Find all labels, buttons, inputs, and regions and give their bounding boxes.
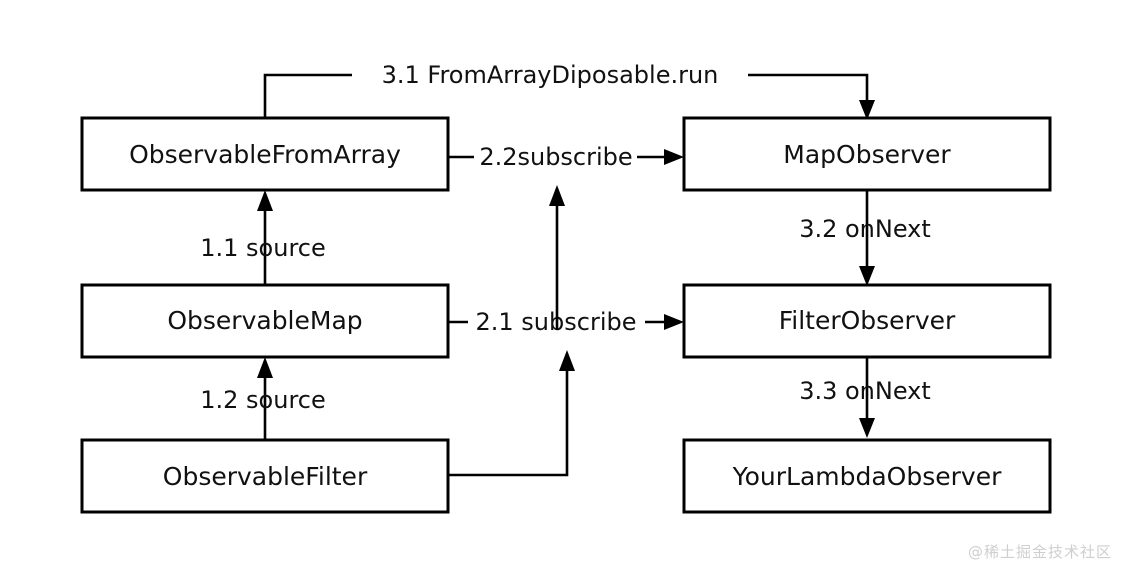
edge-3-1-label: 3.1 FromArrayDiposable.run <box>382 61 719 89</box>
node-label-observable-from-array: ObservableFromArray <box>129 140 401 169</box>
edge-1-2-label: 1.2 source <box>200 386 326 414</box>
node-filter-observer[interactable]: FilterObserver <box>682 283 1052 359</box>
edge-3-1-fromarray-diposable-run: 3.1 FromArrayDiposable.run <box>263 61 875 120</box>
edge-3-3-label: 3.3 onNext <box>799 377 931 405</box>
arrow-head-up-icon <box>549 185 565 206</box>
node-box-rect <box>80 283 450 359</box>
arrow-head-up-icon <box>559 350 575 371</box>
edge-3-1-segment-right <box>748 73 869 106</box>
arrow-head-down-icon <box>859 266 875 286</box>
node-label-your-lambda-observer: YourLambdaObserver <box>732 462 1002 491</box>
edge-feeder-lower-shaft <box>448 365 569 477</box>
edge-1-2-source: 1.2 source <box>200 357 326 440</box>
edge-3-2-onnext: 3.2 onNext <box>799 190 931 286</box>
edge-2-1-subscribe: 2.1 subscribe <box>448 308 684 336</box>
arrow-head-down-icon <box>859 100 875 120</box>
node-observable-from-array[interactable]: ObservableFromArray <box>80 116 450 192</box>
node-box-rect <box>80 116 450 192</box>
arrow-head-down-icon <box>859 418 875 438</box>
edge-2-2-label: 2.2subscribe <box>479 143 632 171</box>
edge-2-2-subscribe: 2.2subscribe <box>448 143 684 171</box>
edge-filter-to-subscribe-feeder <box>448 350 575 477</box>
node-observable-map[interactable]: ObservableMap <box>80 283 450 359</box>
arrow-head-up-icon <box>257 190 273 211</box>
node-label-map-observer: MapObserver <box>783 140 951 169</box>
node-your-lambda-observer[interactable]: YourLambdaObserver <box>682 438 1052 514</box>
edge-3-2-label: 3.2 onNext <box>799 215 931 243</box>
node-label-observable-filter: ObservableFilter <box>163 462 368 491</box>
edge-3-3-onnext: 3.3 onNext <box>799 357 931 438</box>
node-observable-filter[interactable]: ObservableFilter <box>80 438 450 514</box>
edge-1-1-label: 1.1 source <box>200 234 326 262</box>
node-map-observer[interactable]: MapObserver <box>682 116 1052 192</box>
edge-3-1-segment-left <box>263 73 352 118</box>
arrow-head-right-icon <box>664 314 684 330</box>
node-box-rect <box>682 283 1052 359</box>
edge-map-to-subscribe-feeder <box>549 185 565 330</box>
node-label-observable-map: ObservableMap <box>167 306 362 335</box>
edge-1-1-source: 1.1 source <box>200 190 326 285</box>
node-box-rect <box>682 116 1052 192</box>
watermark: @稀土掘金技术社区 <box>967 543 1112 561</box>
node-label-filter-observer: FilterObserver <box>779 306 956 335</box>
node-box-rect <box>80 438 450 514</box>
arrow-head-right-icon <box>664 149 684 165</box>
arrow-head-up-icon <box>257 357 273 378</box>
node-box-rect <box>682 438 1052 514</box>
